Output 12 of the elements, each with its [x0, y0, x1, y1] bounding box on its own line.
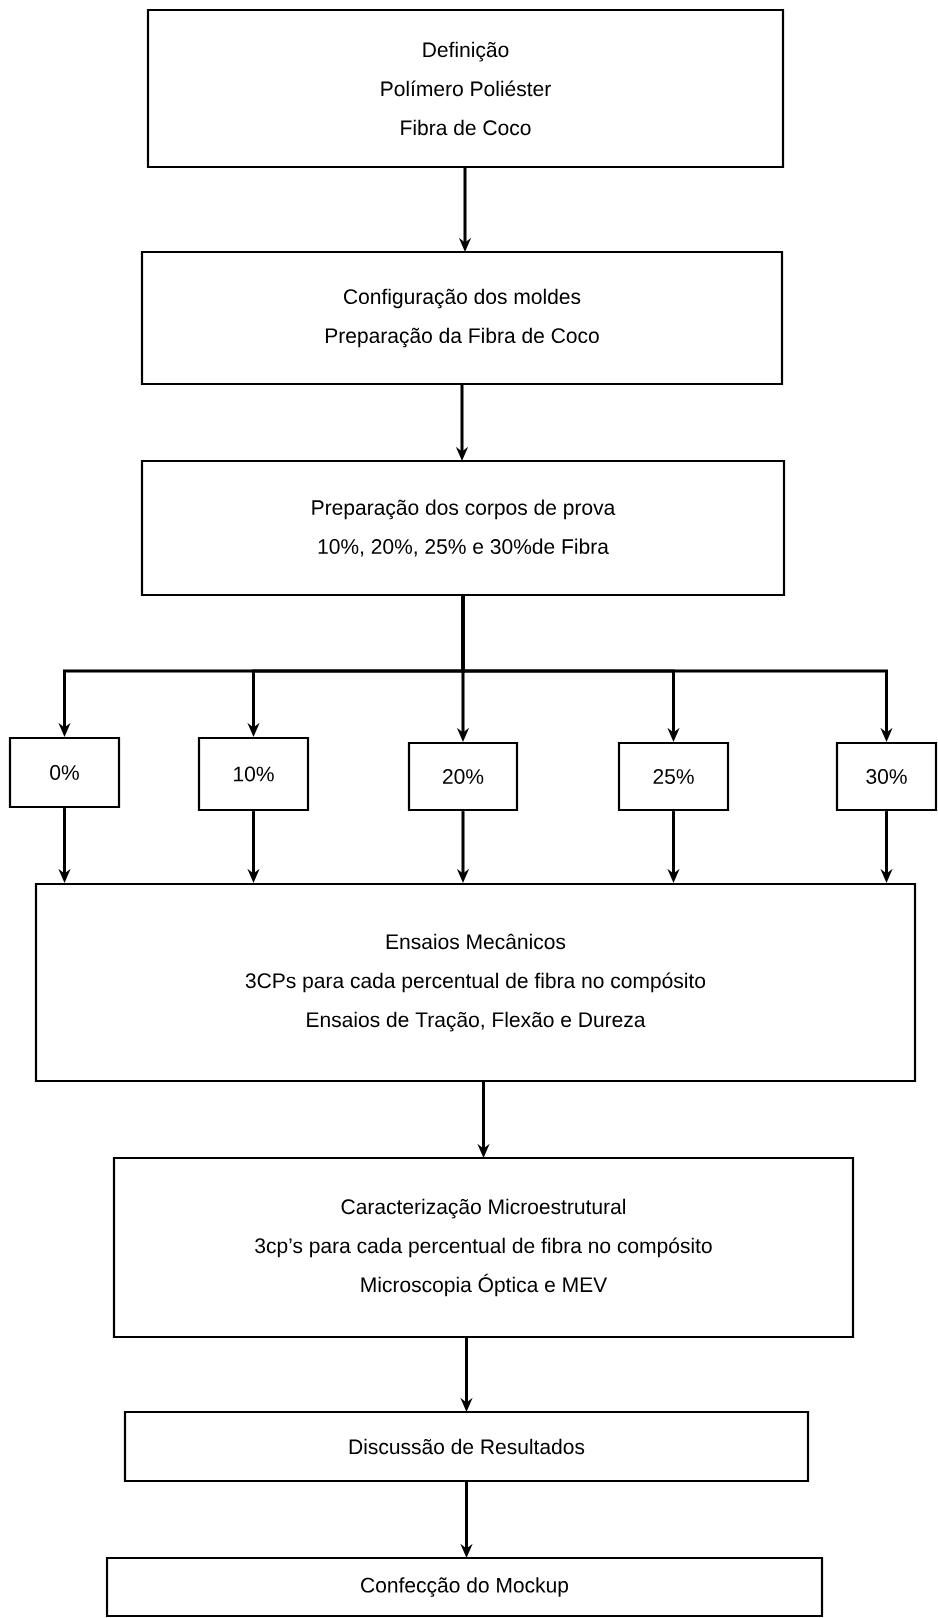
label-box: 20%	[407, 741, 519, 812]
process-box: Ensaios Mecânicos 3CPs para cada percentual de fibra no compósito Ensaios de Tração, Flexão e Dureza	[34, 882, 917, 1083]
label-box: 0%	[8, 736, 121, 809]
label-box: 10%	[197, 736, 310, 812]
process-box: Discussão de Resultados	[123, 1410, 810, 1483]
process-box: Confecção do Mockup	[105, 1556, 824, 1618]
process-box: Preparação dos corpos de prova 10%, 20%, 25% e 30%de Fibra	[140, 459, 786, 597]
process-box: Definição Polímero Poliéster Fibra de Coco	[146, 8, 785, 169]
process-box: Caracterização Microestrutural 3cp’s para cada percentual de fibra no compósito Microscopia Óptica e MEV	[112, 1156, 855, 1339]
label-box: 25%	[617, 741, 730, 812]
process-box: Configuração dos moldes Preparação da Fibra de Coco	[140, 250, 784, 386]
label-box: 30%	[835, 741, 938, 812]
